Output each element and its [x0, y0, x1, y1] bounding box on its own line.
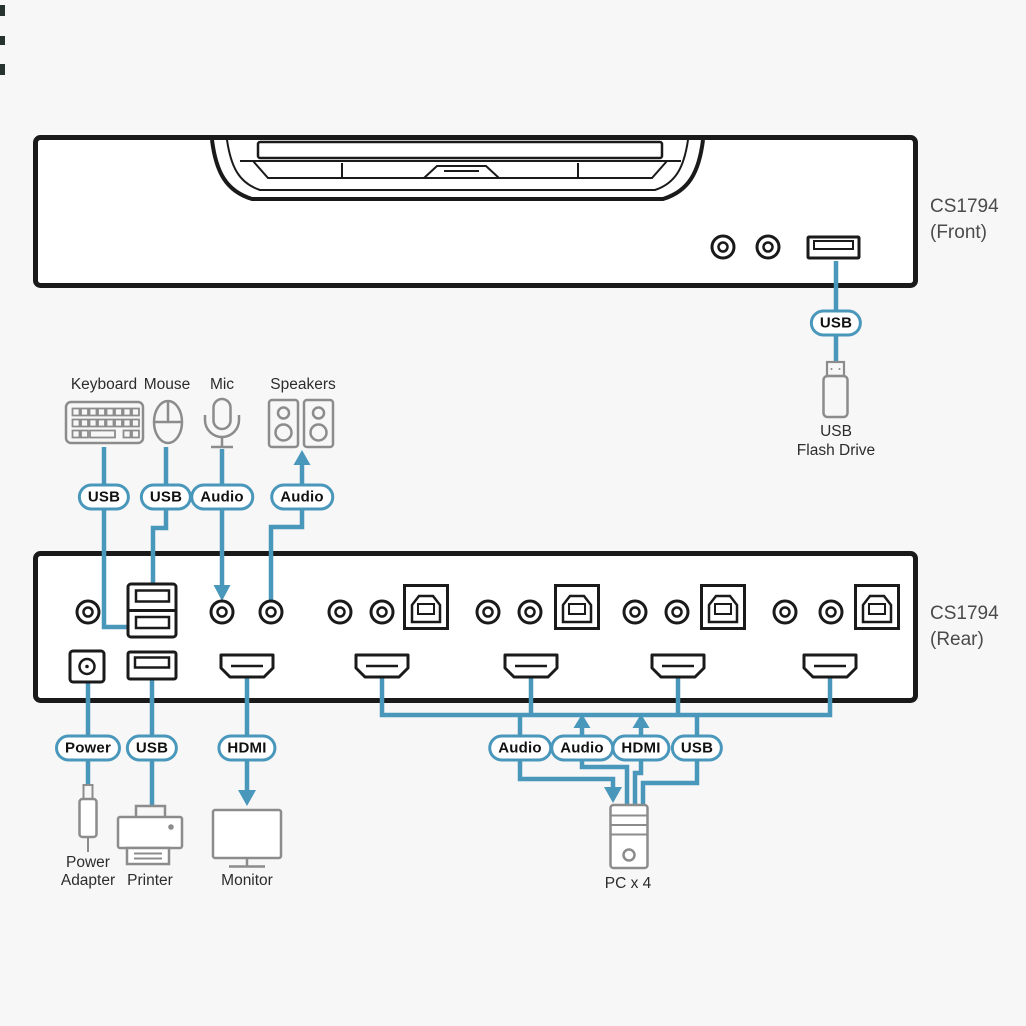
- rear-panel-model: CS1794: [930, 603, 999, 624]
- speaker-jack: [258, 599, 284, 625]
- power-jack: [68, 649, 106, 684]
- front-panel-label: CS1794 (Front): [930, 194, 999, 246]
- label-usb-flash-line2: Flash Drive: [796, 442, 876, 459]
- power-adapter-icon: [78, 784, 98, 852]
- audio-jack-pc4: [772, 599, 798, 625]
- front-tray-recess: [210, 139, 705, 201]
- hdmi-port-pc2: [503, 653, 559, 679]
- audio-jack-pc2: [475, 599, 501, 625]
- usb-b-port-pc2: [554, 584, 600, 630]
- audio-jack-pc3: [622, 599, 648, 625]
- hdmi-port-console: [219, 653, 275, 679]
- label-power-line1: Power: [66, 854, 110, 871]
- usb-b-port-pc3: [700, 584, 746, 630]
- edge-artifact: [0, 5, 5, 16]
- usb-b-port-pc4: [854, 584, 900, 630]
- front-usb-port: [806, 235, 861, 260]
- label-power-line2: Adapter: [60, 872, 116, 889]
- front-panel-model: CS1794: [930, 196, 999, 217]
- mic-jack: [209, 599, 235, 625]
- connection-lines: [85, 261, 839, 806]
- label-usb-flash-line1: USB: [820, 423, 852, 440]
- arrow-hdmi-up: [632, 714, 650, 728]
- pill-power: Power: [54, 734, 122, 762]
- audio-jack-pc3b: [664, 599, 690, 625]
- front-panel-outline: [33, 135, 918, 288]
- front-port-select-button-1: [710, 234, 736, 260]
- arrow-monitor-down: [238, 790, 256, 806]
- front-panel-view: (Front): [930, 222, 987, 243]
- audio-jack-pc1: [327, 599, 353, 625]
- mic-icon: [203, 397, 241, 449]
- audio-jack-pc4b: [818, 599, 844, 625]
- pill-usb-front: USB: [809, 309, 863, 337]
- label-pc: PC x 4: [604, 875, 652, 892]
- pill-usb-keyboard: USB: [77, 483, 131, 511]
- usb-stack-port: [126, 582, 178, 639]
- usb-a-port: [126, 650, 178, 681]
- speakers-icon: [267, 398, 335, 449]
- label-printer: Printer: [127, 872, 173, 889]
- label-monitor: Monitor: [221, 872, 273, 889]
- hdmi-port-pc4: [802, 653, 858, 679]
- pc-tower-icon: [609, 803, 649, 870]
- audio-jack-pc2b: [517, 599, 543, 625]
- pill-usb-printer: USB: [125, 734, 179, 762]
- rear-panel-view: (Rear): [930, 629, 984, 650]
- audio-jack: [75, 599, 101, 625]
- front-panel: [33, 135, 918, 288]
- line-speakers-down: [268, 509, 305, 600]
- line-hdmi-to-pc: [632, 759, 644, 805]
- label-mic: Mic: [209, 376, 235, 393]
- pill-hdmi-pc: HDMI: [611, 734, 671, 762]
- rear-ports: [68, 582, 900, 684]
- audio-jack-pc1b: [369, 599, 395, 625]
- label-speakers: Speakers: [270, 376, 336, 393]
- hdmi-port-pc1: [354, 653, 410, 679]
- mouse-icon: [152, 399, 184, 445]
- rear-panel-label: CS1794 (Rear): [930, 601, 999, 653]
- pill-usb-pc: USB: [670, 734, 724, 762]
- hdmi-port-pc3: [650, 653, 706, 679]
- pill-audio-pc-1: Audio: [488, 734, 552, 762]
- keyboard-icon: [64, 400, 145, 445]
- arrow-audio1-down: [604, 787, 622, 803]
- usb-flash-drive-icon: [822, 360, 849, 419]
- line-audio2-to-pc: [579, 759, 630, 805]
- printer-icon: [116, 804, 184, 866]
- arrowheads: [213, 450, 650, 806]
- line-hdmi-bus: [379, 678, 833, 718]
- edge-artifact: [0, 64, 5, 75]
- pill-audio-mic: Audio: [190, 483, 254, 511]
- pill-usb-mouse: USB: [139, 483, 193, 511]
- arrow-mic-down: [213, 585, 231, 601]
- edge-artifact: [0, 36, 5, 45]
- label-keyboard: Keyboard: [70, 376, 138, 393]
- usb-b-port-pc1: [403, 584, 449, 630]
- monitor-icon: [211, 808, 283, 868]
- line-audio1-to-pc: [517, 759, 616, 788]
- pill-audio-pc-2: Audio: [550, 734, 614, 762]
- line-usb-to-pc: [640, 759, 700, 805]
- pill-audio-speakers: Audio: [270, 483, 334, 511]
- pill-hdmi-monitor: HDMI: [217, 734, 277, 762]
- arrow-speakers-up: [293, 450, 311, 465]
- arrow-audio2-up: [573, 714, 591, 728]
- label-mouse: Mouse: [143, 376, 191, 393]
- front-port-select-button-2: [755, 234, 781, 260]
